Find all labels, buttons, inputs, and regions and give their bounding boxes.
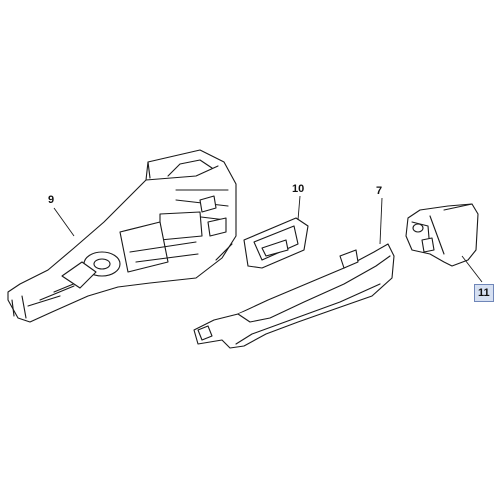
leader-line-9 [53,207,75,237]
callout-11[interactable]: 11 [474,284,494,302]
leader-line-10 [297,195,301,221]
outer-door-handle [193,243,395,349]
callout-7: 7 [376,185,383,197]
gasket-seal [243,217,309,269]
handle-carrier-frame [7,149,237,323]
callout-9: 9 [48,194,55,206]
leader-line-7 [379,197,383,245]
leader-line-11 [461,255,483,283]
callout-10: 10 [292,183,305,195]
lock-cylinder-cap [405,203,479,267]
